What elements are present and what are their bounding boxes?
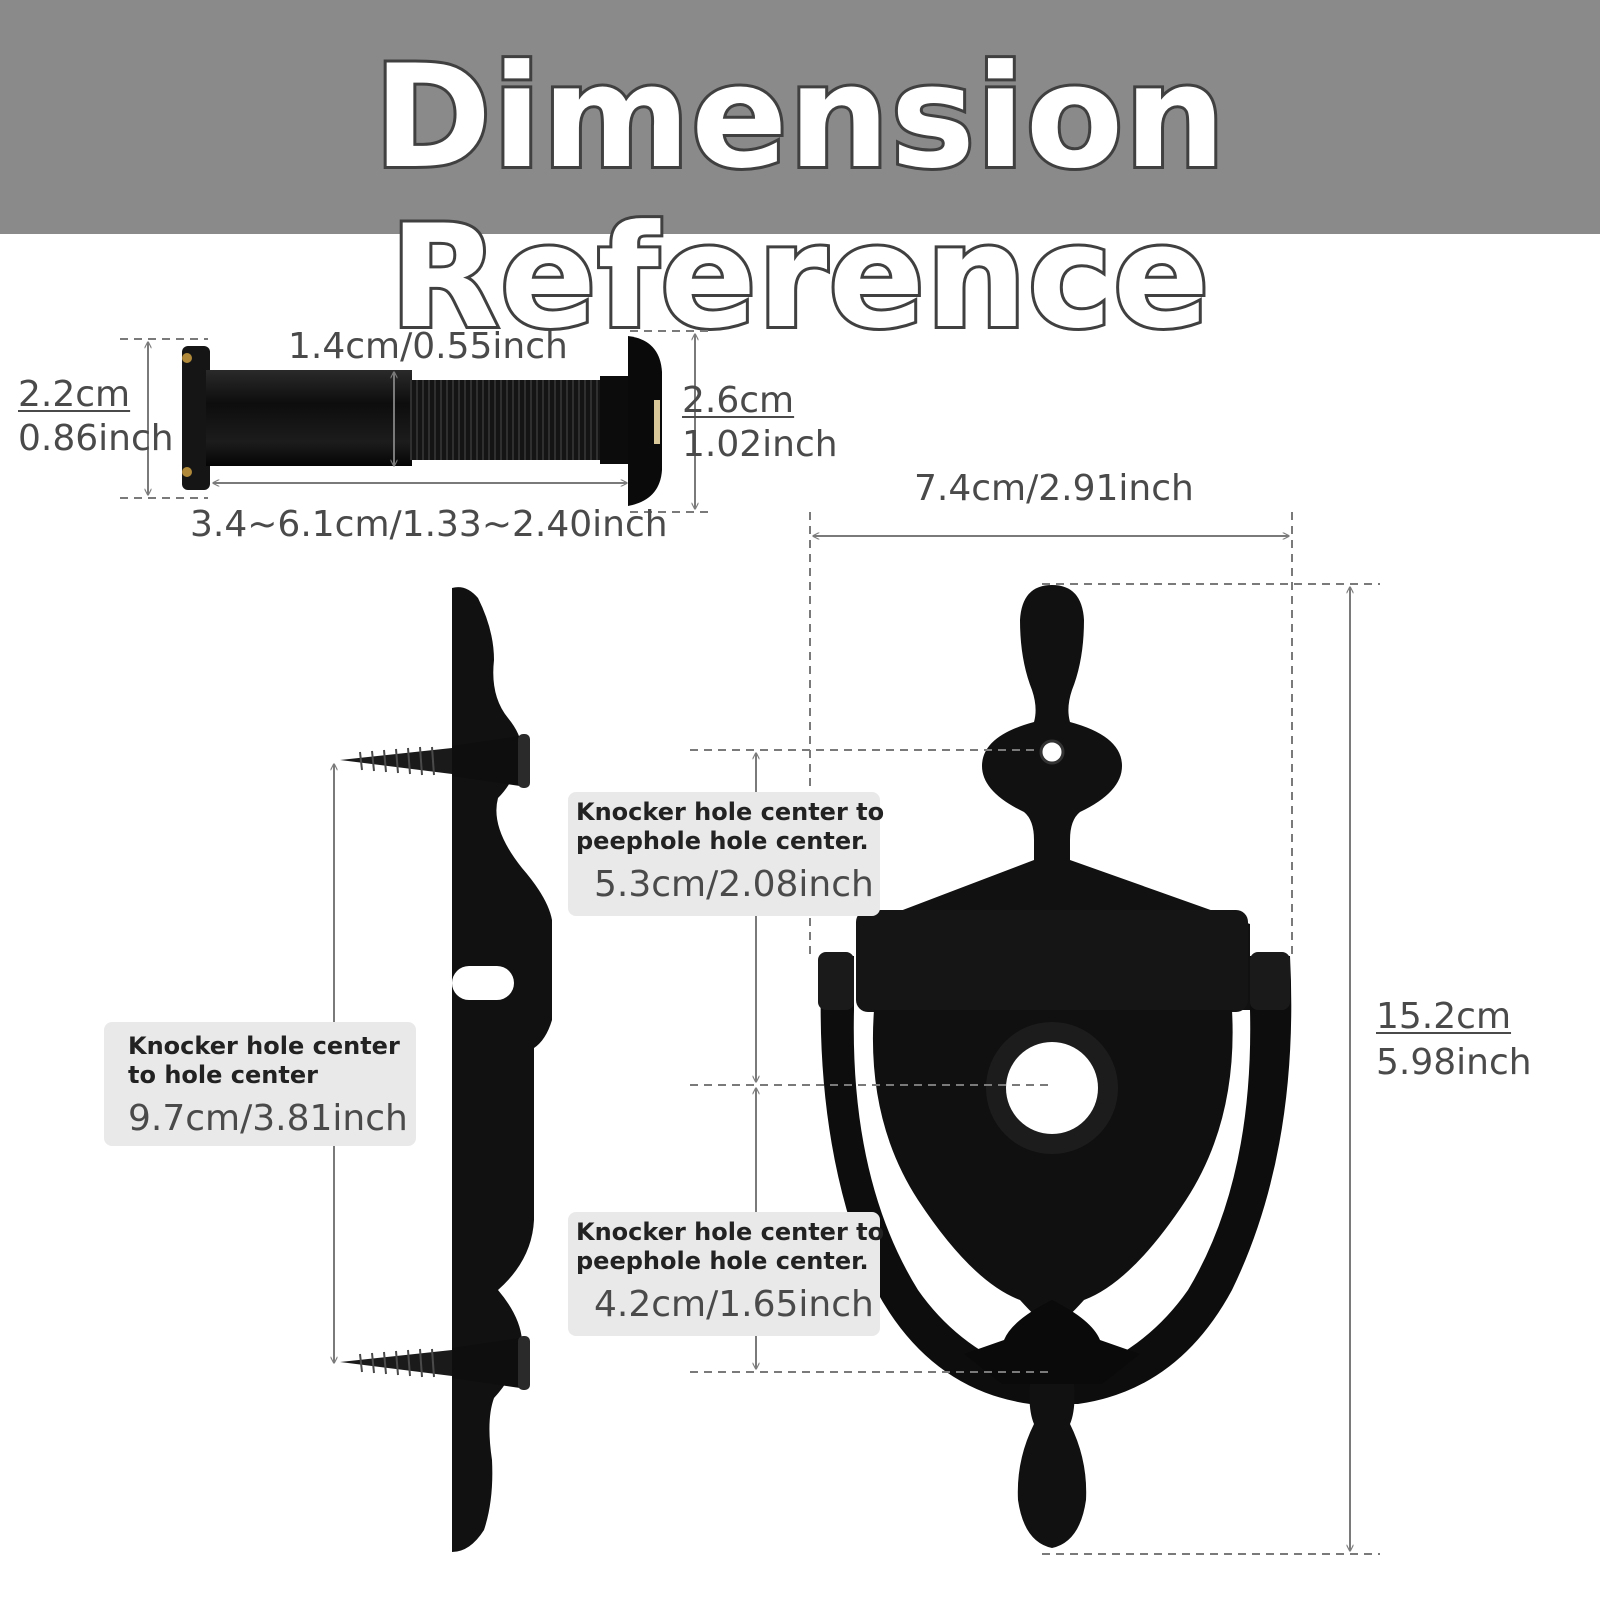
front-top-finial: [866, 585, 1250, 1010]
note-upper-line1: Knocker hole center to: [576, 798, 885, 826]
peephole-back-flange: [182, 346, 210, 490]
knocker-height-inch: 5.98inch: [1376, 1042, 1532, 1083]
front-mounting-hole-top: [1039, 739, 1065, 765]
peephole-barrel-diameter-cm: 2.2cm: [18, 374, 130, 416]
knocker-front-view: [818, 585, 1292, 1548]
peephole-screw-bottom: [182, 467, 192, 477]
peephole-lens-diameter-cm: 2.6cm: [682, 380, 794, 422]
note-upper-value: 5.3cm/2.08inch: [594, 864, 874, 905]
note-upper: Knocker hole center to peephole hole cen…: [568, 792, 884, 916]
peephole-barrel-diameter-cm-text: 2.2cm: [18, 374, 131, 415]
peephole-barrel-diameter-inch: 0.86inch: [18, 418, 174, 459]
front-bottom-finial: [1017, 1384, 1087, 1548]
peephole-barrel: [206, 370, 412, 466]
peephole-lens-cap: [628, 336, 662, 506]
note-side-line2: to hole center: [128, 1061, 318, 1089]
note-upper-line2: peephole hole center.: [576, 827, 869, 855]
note-lower-line2: peephole hole center.: [576, 1247, 869, 1275]
note-side: Knocker hole center to hole center 9.7cm…: [104, 1022, 416, 1146]
peephole-thread-length-label: 1.4cm/0.55inch: [288, 326, 568, 367]
note-side-line1: Knocker hole center: [128, 1032, 400, 1060]
knocker-height-cm: 15.2cm: [1376, 996, 1511, 1038]
lower-screw: [340, 1336, 530, 1390]
note-lower-line1: Knocker hole center to: [576, 1218, 885, 1246]
front-shield-body: [872, 1010, 1233, 1330]
note-side-value: 9.7cm/3.81inch: [128, 1098, 408, 1139]
peephole-lens-diameter-inch: 1.02inch: [682, 424, 838, 465]
peephole-lens: [654, 400, 660, 444]
peephole-adjustable-length-label: 3.4~6.1cm/1.33~2.40inch: [190, 504, 668, 545]
front-top-block: [856, 910, 1248, 1012]
peephole-lens-diameter-cm-text: 2.6cm: [682, 380, 795, 421]
knocker-width-label: 7.4cm/2.91inch: [914, 468, 1194, 509]
header-banner: Dimension Reference: [0, 0, 1600, 361]
front-peephole-hole: [1006, 1042, 1098, 1134]
front-ring-hinge-right: [1250, 952, 1290, 1010]
upper-screw: [340, 734, 530, 788]
peephole-dimensions: [120, 330, 712, 513]
note-lower-value: 4.2cm/1.65inch: [594, 1284, 874, 1325]
peephole-thread: [410, 380, 602, 460]
front-strike-point: [964, 1300, 1140, 1384]
knocker-height-cm-text: 15.2cm: [1376, 996, 1512, 1037]
note-lower: Knocker hole center to peephole hole cen…: [568, 1212, 884, 1336]
side-bolt-slot: [452, 966, 514, 1000]
peephole-screw-top: [182, 353, 192, 363]
front-ring-hinge-left: [818, 952, 854, 1010]
peephole-drawing: [182, 336, 662, 506]
side-plate: [452, 587, 552, 1552]
knocker-side-view: [340, 587, 552, 1552]
page-title: Dimension Reference: [371, 35, 1229, 361]
